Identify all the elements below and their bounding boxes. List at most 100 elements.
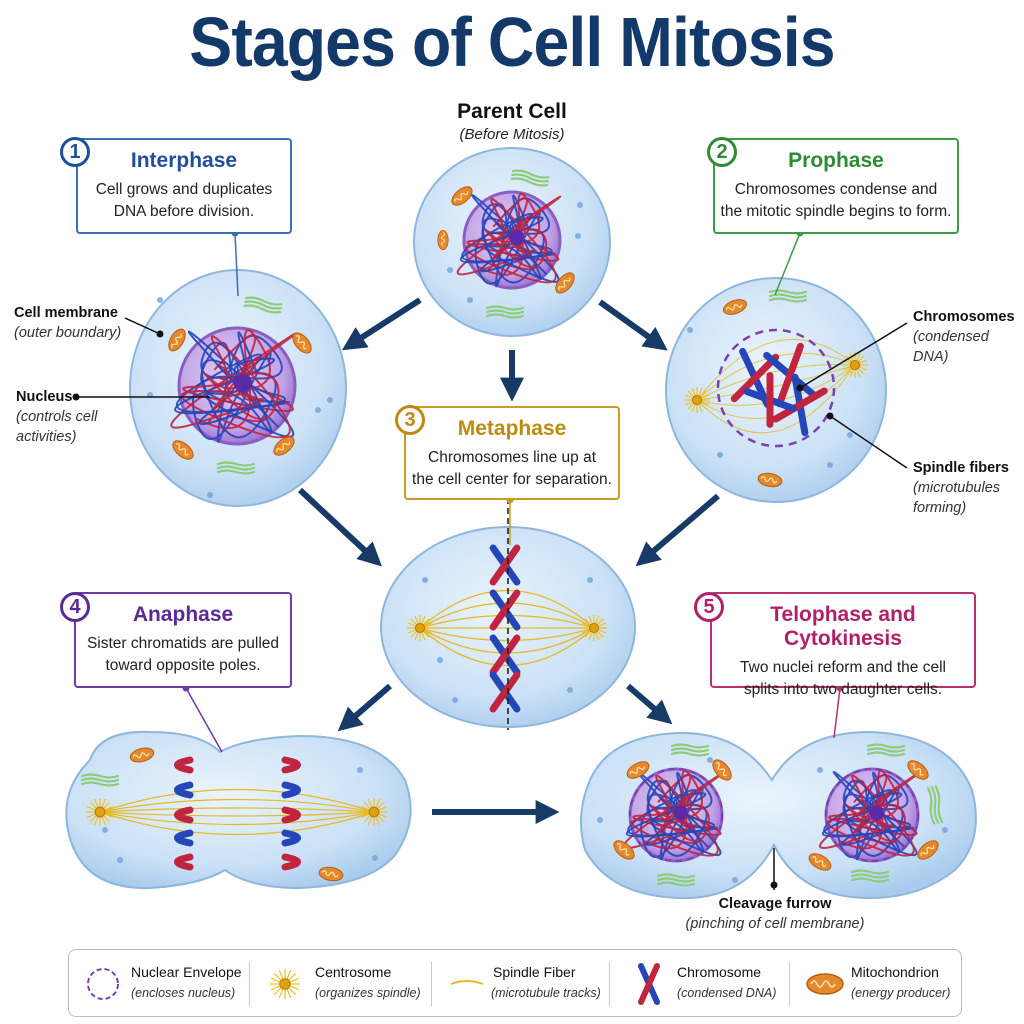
endoplasmic-reticulum bbox=[866, 743, 906, 757]
vesicle bbox=[372, 855, 378, 861]
mitochondrion bbox=[292, 332, 312, 354]
vesicle bbox=[817, 767, 823, 773]
chromosome bbox=[763, 342, 817, 408]
endoplasmic-reticulum bbox=[926, 785, 944, 825]
prophase-cell bbox=[665, 277, 887, 503]
vesicle bbox=[422, 577, 428, 583]
vesicle bbox=[577, 202, 583, 208]
leader-line bbox=[774, 232, 801, 296]
nucleolus bbox=[673, 805, 688, 821]
centrosome bbox=[842, 352, 868, 378]
parent-cell bbox=[413, 147, 611, 337]
nuclear-envelope bbox=[825, 768, 919, 862]
mitochondrion-icon bbox=[806, 973, 844, 995]
mitochondrion bbox=[555, 272, 575, 294]
flow-arrow bbox=[341, 297, 422, 351]
telophase-cell bbox=[580, 730, 977, 900]
mitochondrion bbox=[626, 761, 650, 779]
stage-number-4: 4 bbox=[60, 592, 90, 622]
mitochondrion bbox=[907, 760, 929, 780]
stage-number-1: 1 bbox=[60, 137, 90, 167]
page-title: Stages of Cell Mitosis bbox=[189, 3, 835, 81]
mitochondrion bbox=[273, 436, 295, 456]
chromatin bbox=[622, 770, 724, 861]
endoplasmic-reticulum bbox=[216, 461, 256, 475]
vesicle bbox=[575, 233, 581, 239]
vesicle bbox=[687, 327, 693, 333]
vesicle bbox=[157, 297, 163, 303]
mitochondrion bbox=[757, 472, 783, 488]
centrosome bbox=[581, 615, 607, 641]
cell-membrane bbox=[65, 730, 412, 890]
vesicle bbox=[567, 687, 573, 693]
centrosome bbox=[270, 969, 300, 999]
mitochondrion bbox=[129, 747, 155, 763]
vesicle bbox=[827, 462, 833, 468]
chromatids-right bbox=[281, 756, 301, 871]
nucleolus bbox=[869, 805, 884, 821]
mitochondrion bbox=[712, 759, 732, 781]
endoplasmic-reticulum bbox=[656, 873, 696, 887]
label-cell-membrane: Cell membrane(outer boundary) bbox=[14, 305, 122, 341]
flow-arrows bbox=[297, 297, 720, 824]
vesicle bbox=[117, 857, 123, 863]
chromosome bbox=[772, 373, 828, 437]
mitochondrion bbox=[172, 440, 194, 460]
legend-name: Mitochondrion bbox=[851, 964, 939, 980]
legend-item-nuclear-envelope: Nuclear Envelope (encloses nucleus) bbox=[79, 962, 249, 1008]
vesicle bbox=[452, 697, 458, 703]
stage-number-2: 2 bbox=[707, 137, 737, 167]
cells-layer bbox=[65, 147, 977, 900]
legend: Nuclear Envelope (encloses nucleus) Cent… bbox=[68, 949, 962, 1017]
endoplasmic-reticulum bbox=[670, 743, 710, 757]
chromatids-left bbox=[174, 756, 194, 871]
parent-cell-subtitle: (Before Mitosis) bbox=[459, 126, 565, 143]
legend-separator bbox=[431, 962, 432, 1006]
chromosome bbox=[743, 372, 797, 428]
vesicle bbox=[847, 432, 853, 438]
stage-number-3: 3 bbox=[395, 405, 425, 435]
cell-membrane bbox=[665, 277, 887, 503]
mitochondrion bbox=[917, 840, 939, 860]
leader-line bbox=[799, 322, 908, 389]
flow-arrow bbox=[626, 683, 673, 725]
leader-dot bbox=[156, 330, 164, 338]
nuclear-envelope bbox=[629, 768, 723, 862]
flow-arrow bbox=[598, 299, 668, 351]
mitochondrion bbox=[451, 186, 473, 206]
vesicle bbox=[315, 407, 321, 413]
mitochondrion bbox=[168, 328, 186, 352]
chromosome-icon bbox=[638, 963, 660, 1005]
mitochondrion bbox=[613, 840, 635, 860]
vesicle bbox=[102, 827, 108, 833]
legend-desc: (organizes spindle) bbox=[315, 986, 421, 1000]
legend-separator bbox=[789, 962, 790, 1006]
centrosome bbox=[360, 798, 388, 826]
vesicle bbox=[327, 397, 333, 403]
leader-line bbox=[234, 232, 239, 297]
spindle-fibers bbox=[99, 788, 375, 836]
vesicle bbox=[587, 577, 593, 583]
nuclear-envelope-icon bbox=[87, 968, 119, 1000]
legend-desc: (encloses nucleus) bbox=[131, 986, 236, 1000]
legend-name: Spindle Fiber bbox=[493, 964, 576, 980]
legend-separator bbox=[249, 962, 250, 1006]
spindle-fiber-icon bbox=[450, 980, 484, 985]
chromosome bbox=[489, 671, 521, 713]
nucleolus bbox=[509, 229, 525, 246]
vesicle bbox=[467, 297, 473, 303]
vesicle bbox=[447, 267, 453, 273]
endoplasmic-reticulum bbox=[510, 169, 550, 187]
leader-dot bbox=[796, 384, 804, 392]
flow-arrow bbox=[635, 493, 720, 567]
chromosome bbox=[489, 544, 521, 586]
legend-name: Centrosome bbox=[315, 964, 392, 980]
legend-name: Chromosome bbox=[677, 964, 762, 980]
